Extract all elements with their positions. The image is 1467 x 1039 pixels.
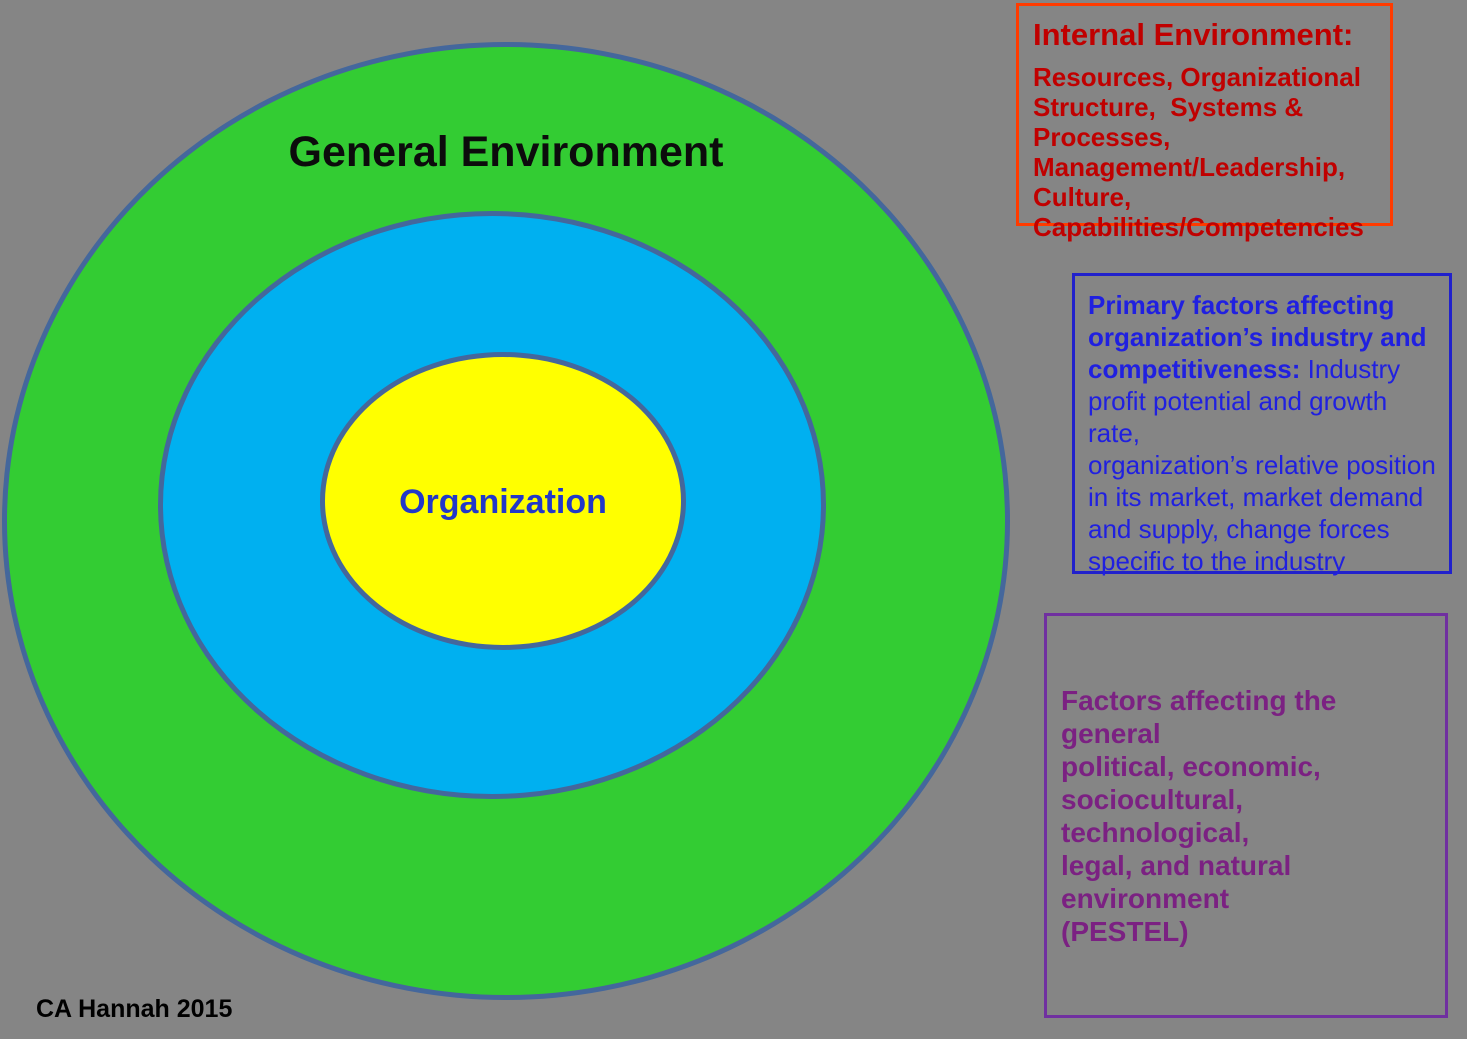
pestel-factors-text: Factors affecting the general political,… [1061, 684, 1337, 947]
industry-factors-box: Primary factors affecting organization’s… [1072, 273, 1452, 577]
industry-factors-description: Industry profit potential and growth rat… [1088, 354, 1436, 576]
internal-environment-title: Internal Environment: [1033, 17, 1354, 52]
internal-environment-box: Internal Environment: Resources, Organiz… [1016, 3, 1393, 242]
industry-factors-text: Primary factors affecting organization’s… [1088, 289, 1436, 577]
internal-environment-body: Resources, Organizational Structure, Sys… [1033, 62, 1364, 242]
author-credit: CA Hannah 2015 [36, 995, 233, 1023]
pestel-factors-box: Factors affecting the general political,… [1044, 613, 1448, 1018]
organization-label: Organization [399, 483, 607, 521]
industry-factors-heading: Primary factors affecting organization’s… [1088, 290, 1427, 384]
organization-ellipse [320, 352, 686, 650]
general-environment-label: General Environment [288, 128, 724, 176]
